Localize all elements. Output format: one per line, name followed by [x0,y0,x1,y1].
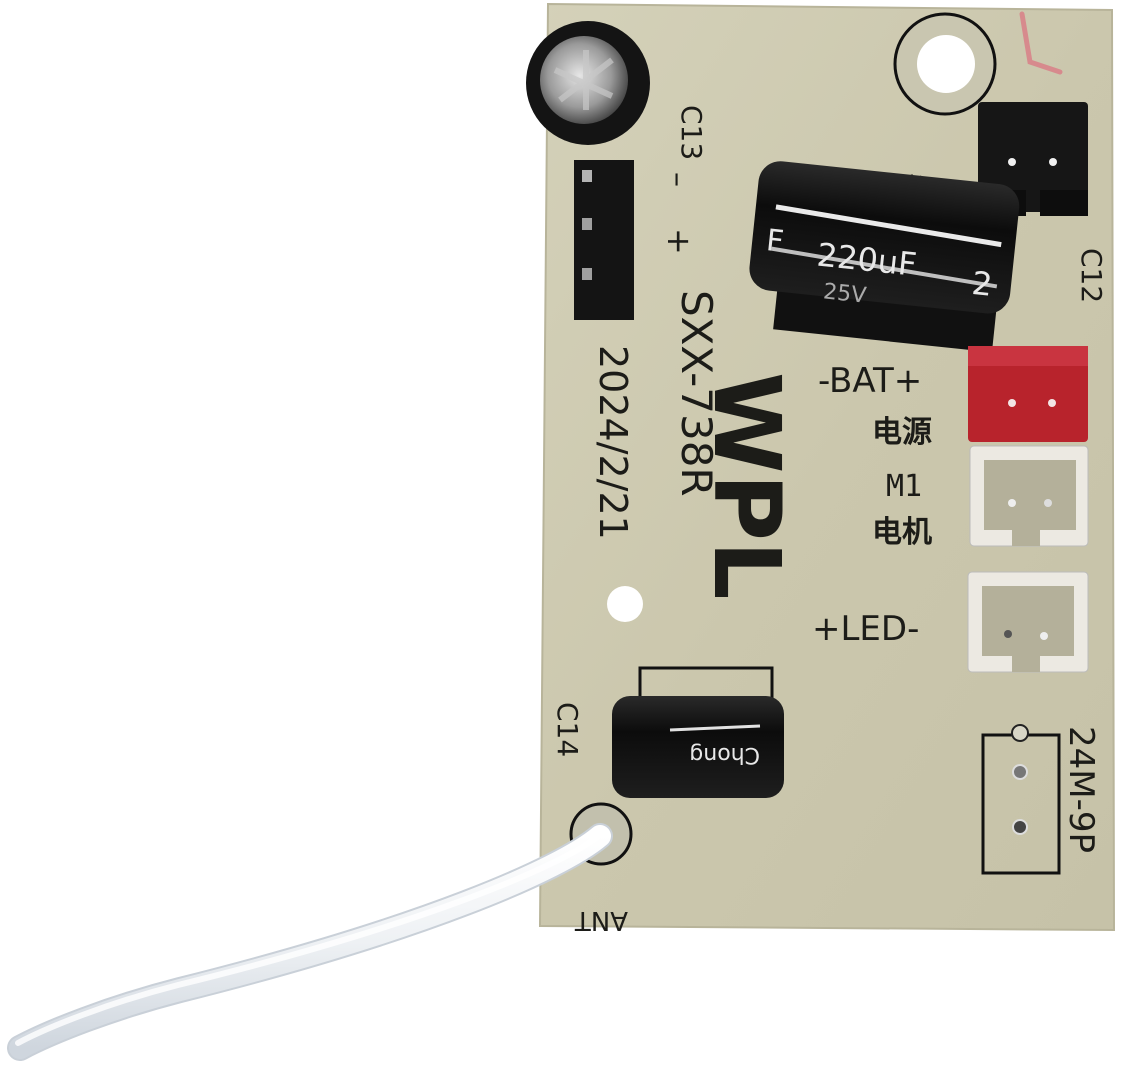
servo-header [574,160,634,320]
crystal-footprint [981,724,1061,875]
date-label: 2024/2/21 [591,345,635,540]
c12-suffix: 2 [970,264,994,304]
mounting-hole-middle [607,586,643,622]
c12-voltage: 25V [822,279,867,308]
c12-label: C12 [1075,248,1108,303]
antenna-label: ANT [575,905,628,935]
red-marker-mark [1019,11,1063,75]
c12-capacitor: F 220uF 2 25V [749,161,1020,353]
servo-plus-label: + [660,228,698,255]
servo-minus-label: – [660,172,695,187]
c13-label: C13 [675,105,708,160]
antenna-wire [7,823,613,1061]
c12-prefix: F [765,223,786,260]
motor-connector [969,445,1089,547]
c14-brand: Chong [689,742,760,767]
c14-label: C14 [551,702,584,757]
battery-connector [968,346,1088,442]
motor-label-cn: 电机 [872,515,932,550]
c13-capacitor [526,21,650,145]
led-label: +LED- [812,609,919,649]
battery-label-cn: 电源 [872,415,932,450]
c14-capacitor: Chong [612,666,784,798]
motor-label: M1 [886,469,922,504]
mounting-hole-top [893,12,997,116]
brand-label: WPL [693,372,800,600]
crystal-label: 24M-9P [1061,726,1101,853]
led-connector [967,571,1089,673]
model-label: SXX-738R [672,290,721,497]
battery-label: -BAT+ [818,361,922,401]
